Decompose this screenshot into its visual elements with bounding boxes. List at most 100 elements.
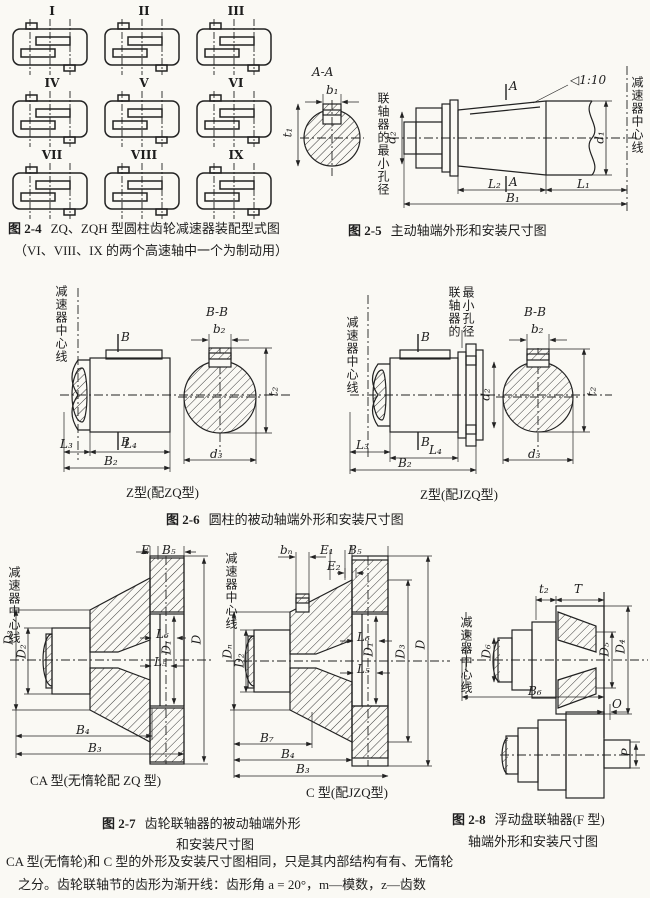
fig26-left-drawing [60,288,292,472]
fig26-left-dim-d3: d₃ [210,447,223,461]
fig26-left-dim-t2: t₂ [266,386,281,397]
fig28-caption-text2: 轴端外形和安装尺寸图 [468,834,599,849]
fig27-ca-dim-L5: L₅ [154,655,167,669]
fig26-right-section-b-top: B [421,330,430,344]
fig26-right-dim-B2: B₂ [398,456,412,470]
fig24-caption-text: ZQ、ZQH 型圆柱齿轮减速器装配型式图 [50,221,280,236]
fig28-dim-B6: B₆ [528,684,542,698]
fig27-ca-dim-L6: L₆ [156,627,169,641]
fig28-dim-t2: t₂ [539,582,549,596]
fig26-left-dim-B2: B₂ [104,454,118,468]
fig25-drawing [295,66,640,214]
gearbox-schematic [196,163,272,219]
gearbox-schematic [104,19,180,75]
fig26-left-section-b-bottom: B [121,435,130,449]
fig26-left-section-b-top: B [121,330,130,344]
fig27-ca-dim-B5: B₅ [162,543,176,557]
fig27-caption-text2: 和安装尺寸图 [176,837,255,852]
fig24-cell-5: V [98,76,190,148]
fig25-dim-L1: L₁ [577,177,590,191]
gearbox-schematic [12,91,88,147]
fig25-section-label: A-A [312,65,334,79]
fig24-cell-label: I [49,4,55,18]
fig27-c-dim-D1: D₁ [361,642,376,657]
fig28-dim-T: T [574,582,583,596]
fig27-ca-dim-B4: B₄ [76,723,90,737]
fig26-right-dim-L3: L₃ [356,438,369,452]
gearbox-schematic [196,19,272,75]
fig26-right-coupling-bore-label-2: 最小孔径 [461,286,475,338]
fig24-note-text: （VI、VIII、IX 的两个高速轴中一个为制动用） [14,243,289,258]
fig24-cell-7: VII [6,148,98,220]
footnote-line2: 之分。齿轮联轴节的齿形为渐开线：齿形角 a = 20°，m—模数，z—齿数 [18,874,426,893]
fig28-dim-D4: D₄ [613,639,628,654]
fig26-left-dim-L3: L₃ [60,437,73,451]
gearbox-schematic [12,19,88,75]
fig24-cell-9: IX [190,148,282,220]
fig26-right-dim-t2: t₂ [584,386,599,397]
fig27-c-dim-L6: L₆ [357,630,370,644]
fig27-ca-dim-D2: D₂ [14,644,29,659]
fig24-cell-4: IV [6,76,98,148]
footnote-line1: CA 型(无惰轮)和 C 型的外形及安装尺寸图相同，只是其内部结构有有、无惰轮 [6,851,453,870]
fig27-caption-no: 图 2-7 [102,816,136,831]
fig26-right-dim-b2: b₂ [531,322,544,336]
fig28-caption-no: 图 2-8 [452,812,486,827]
fig27-ca-type-label: CA 型(无惰轮配 ZQ 型) [30,773,162,788]
fig27-c-type-label: C 型(配JZQ型) [306,785,388,800]
fig26-right-section-b-bottom: B [421,435,430,449]
fig25-caption-text: 主动轴端外形和安装尺寸图 [390,223,547,238]
fig26-right-dim-L4: L₄ [429,443,442,457]
fig27-ca-dim-D1: D₁ [159,640,174,655]
fig27-c-dim-D3: D₃ [393,644,408,659]
fig25-section-mark-a-bottom: A [509,175,518,189]
fig24-cell-label: VII [41,148,63,162]
fig24-cell-6: VI [190,76,282,148]
fig25-dim-d1: d₁ [592,131,607,144]
fig26-right-section-label: B-B [524,305,546,319]
fig27-c-dim-E2: E₂ [327,559,341,573]
fig27-ca-dim-D: D [189,634,204,645]
fig28-dim-D6: D₆ [479,644,494,659]
fig27-c-dim-B7: B₇ [260,731,274,745]
gearbox-schematic [12,163,88,219]
fig26-right-dim-d2: d₂ [478,388,493,401]
fig26-left-centerline-label: 减速器中心线 [54,285,68,363]
footnote-text2: 之分。齿轮联轴节的齿形为渐开线：齿形角 a = 20°，m—模数，z—齿数 [18,877,426,892]
fig24-cell-label: V [139,76,149,90]
fig25-dim-b1: b₁ [326,83,339,97]
fig27-c-dim-bn: bₙ [280,543,293,557]
fig26-left-dim-L4: L₄ [124,437,137,451]
fig27-c-dim-L5: L₅ [357,662,370,676]
fig27-ca-dim-B3: B₃ [88,741,102,755]
fig28-dim-O: O [612,697,622,711]
fig24-cell-label: VI [228,76,244,90]
fig25-centerline-label: 减速器中心线 [630,76,644,154]
fig27-c-dim-E1: E₁ [320,543,334,557]
fig25-taper-label: ◁1:10 [570,73,607,87]
fig24-caption-note: （VI、VIII、IX 的两个高速轴中一个为制动用） [14,240,288,259]
fig26-right-drawing [349,295,612,474]
gearbox-schematic [196,91,272,147]
fig25-dim-L2: L₂ [488,177,501,191]
fig24-cell-8: VIII [98,148,190,220]
fig24-caption-no: 图 2-4 [8,221,42,236]
fig27-ca-drawing [10,546,212,765]
fig24-cell-label: III [227,4,245,18]
gearbox-schematic [104,163,180,219]
fig28-dim-P: P [619,748,634,757]
fig27-c-dim-B4: B₄ [281,747,295,761]
fig27-ca-dim-E: E [141,543,150,557]
fig24-cell-1: I [6,4,98,76]
fig24-cell-label: VIII [130,148,158,162]
fig26-caption-no: 图 2-6 [166,512,200,527]
fig28-dim-D5: D₅ [597,642,612,657]
fig24-cell-label: IV [44,76,60,90]
fig24-caption: 图 2-4 ZQ、ZQH 型圆柱齿轮减速器装配型式图 [8,218,280,237]
fig27-ca-centerline-label: 减速器中心线 [7,566,21,644]
fig26-left-dim-b2: b₂ [213,322,226,336]
fig24-cell-label: II [138,4,150,18]
